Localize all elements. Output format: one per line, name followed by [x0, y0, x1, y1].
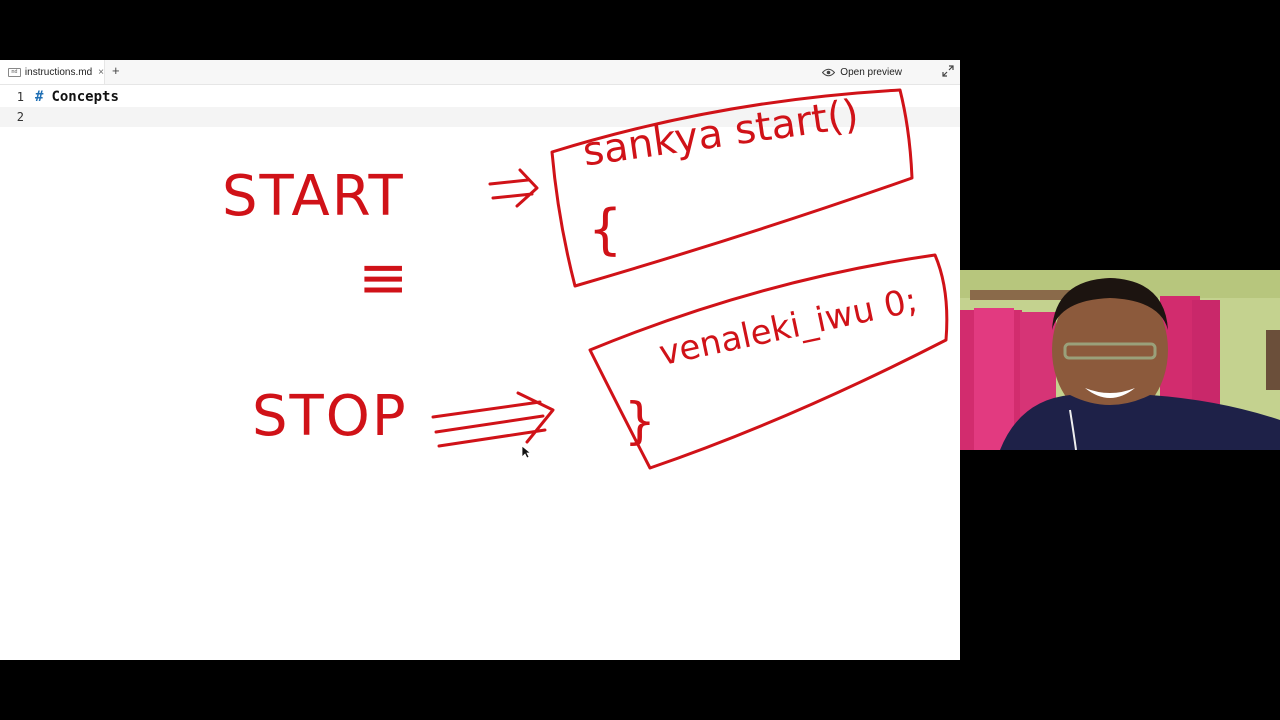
- tab-bar: md instructions.md × + Open preview: [0, 60, 960, 85]
- editor-line[interactable]: 1 # Concepts: [0, 87, 960, 107]
- line-number: 1: [16, 90, 24, 104]
- heading-text: Concepts: [51, 89, 119, 105]
- editor-window: md instructions.md × + Open preview 1 # C…: [0, 60, 960, 660]
- close-icon[interactable]: ×: [98, 66, 104, 78]
- presenter-video: [960, 270, 1280, 450]
- heading-marker: #: [35, 89, 44, 105]
- mouse-pointer-icon: [521, 445, 531, 459]
- expand-arrows-icon[interactable]: [942, 65, 954, 77]
- eye-icon: [822, 68, 836, 76]
- close-brace: }: [624, 392, 656, 450]
- open-brace: {: [588, 198, 623, 261]
- line-number: 2: [16, 110, 24, 124]
- open-preview-button[interactable]: Open preview: [822, 60, 902, 84]
- start-word: START: [222, 164, 405, 229]
- line-content: # Concepts: [35, 87, 119, 107]
- tab-label: instructions.md: [24, 66, 93, 78]
- tab-instructions[interactable]: md instructions.md ×: [0, 60, 105, 84]
- equivalence-symbol: ≡: [358, 243, 409, 313]
- markdown-editor[interactable]: 1 # Concepts 2: [0, 84, 960, 660]
- presenter-video-feed: [960, 270, 1280, 450]
- markdown-file-icon: md: [8, 67, 21, 77]
- new-tab-button[interactable]: +: [112, 63, 120, 78]
- open-preview-label: Open preview: [840, 66, 902, 78]
- stop-word: STOP: [252, 384, 408, 449]
